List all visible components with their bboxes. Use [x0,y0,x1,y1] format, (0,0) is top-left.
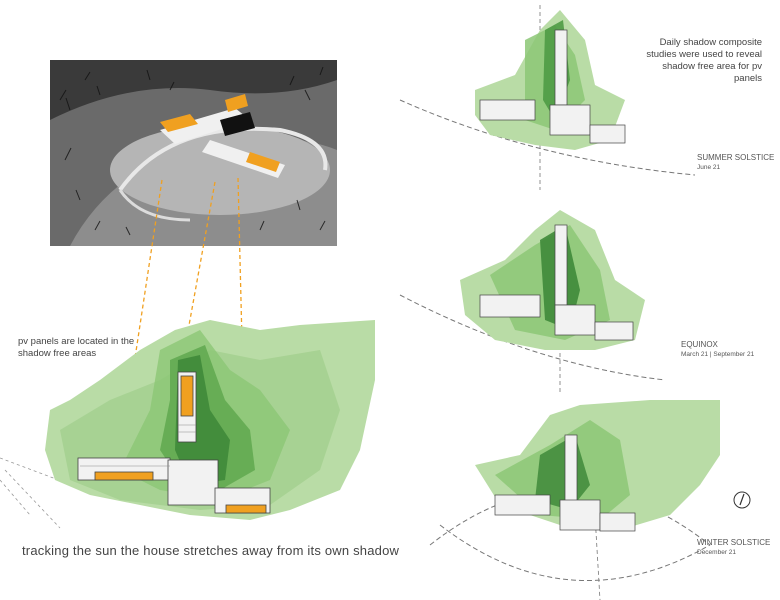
main-caption: tracking the sun the house stretches awa… [22,543,400,558]
winter-solstice-date: December 21 [697,549,737,556]
winter-solstice-diagram [429,400,720,600]
equinox-diagram [399,210,666,395]
main-shadow-plan [0,320,375,529]
summer-solstice-diagram [399,5,695,190]
pv-panels-note: pv panels are located in the shadow free… [18,336,135,359]
winter-solstice-title: WINTER SOLSTICE [697,538,771,547]
north-arrow-icon [733,491,751,509]
shadow-study-note: Daily shadow composite studies were used… [646,37,762,84]
equinox-label: EQUINOX March 21 | September 21 [681,340,754,359]
winter-solstice-label: WINTER SOLSTICE December 21 [697,538,770,557]
summer-solstice-label: SUMMER SOLSTICE June 21 [697,153,774,172]
summer-solstice-title: SUMMER SOLSTICE [697,153,775,162]
summer-solstice-date: June 21 [697,164,721,171]
equinox-date: March 21 | September 21 [681,351,755,358]
equinox-title: EQUINOX [681,340,718,349]
aerial-model-photo [50,60,337,246]
